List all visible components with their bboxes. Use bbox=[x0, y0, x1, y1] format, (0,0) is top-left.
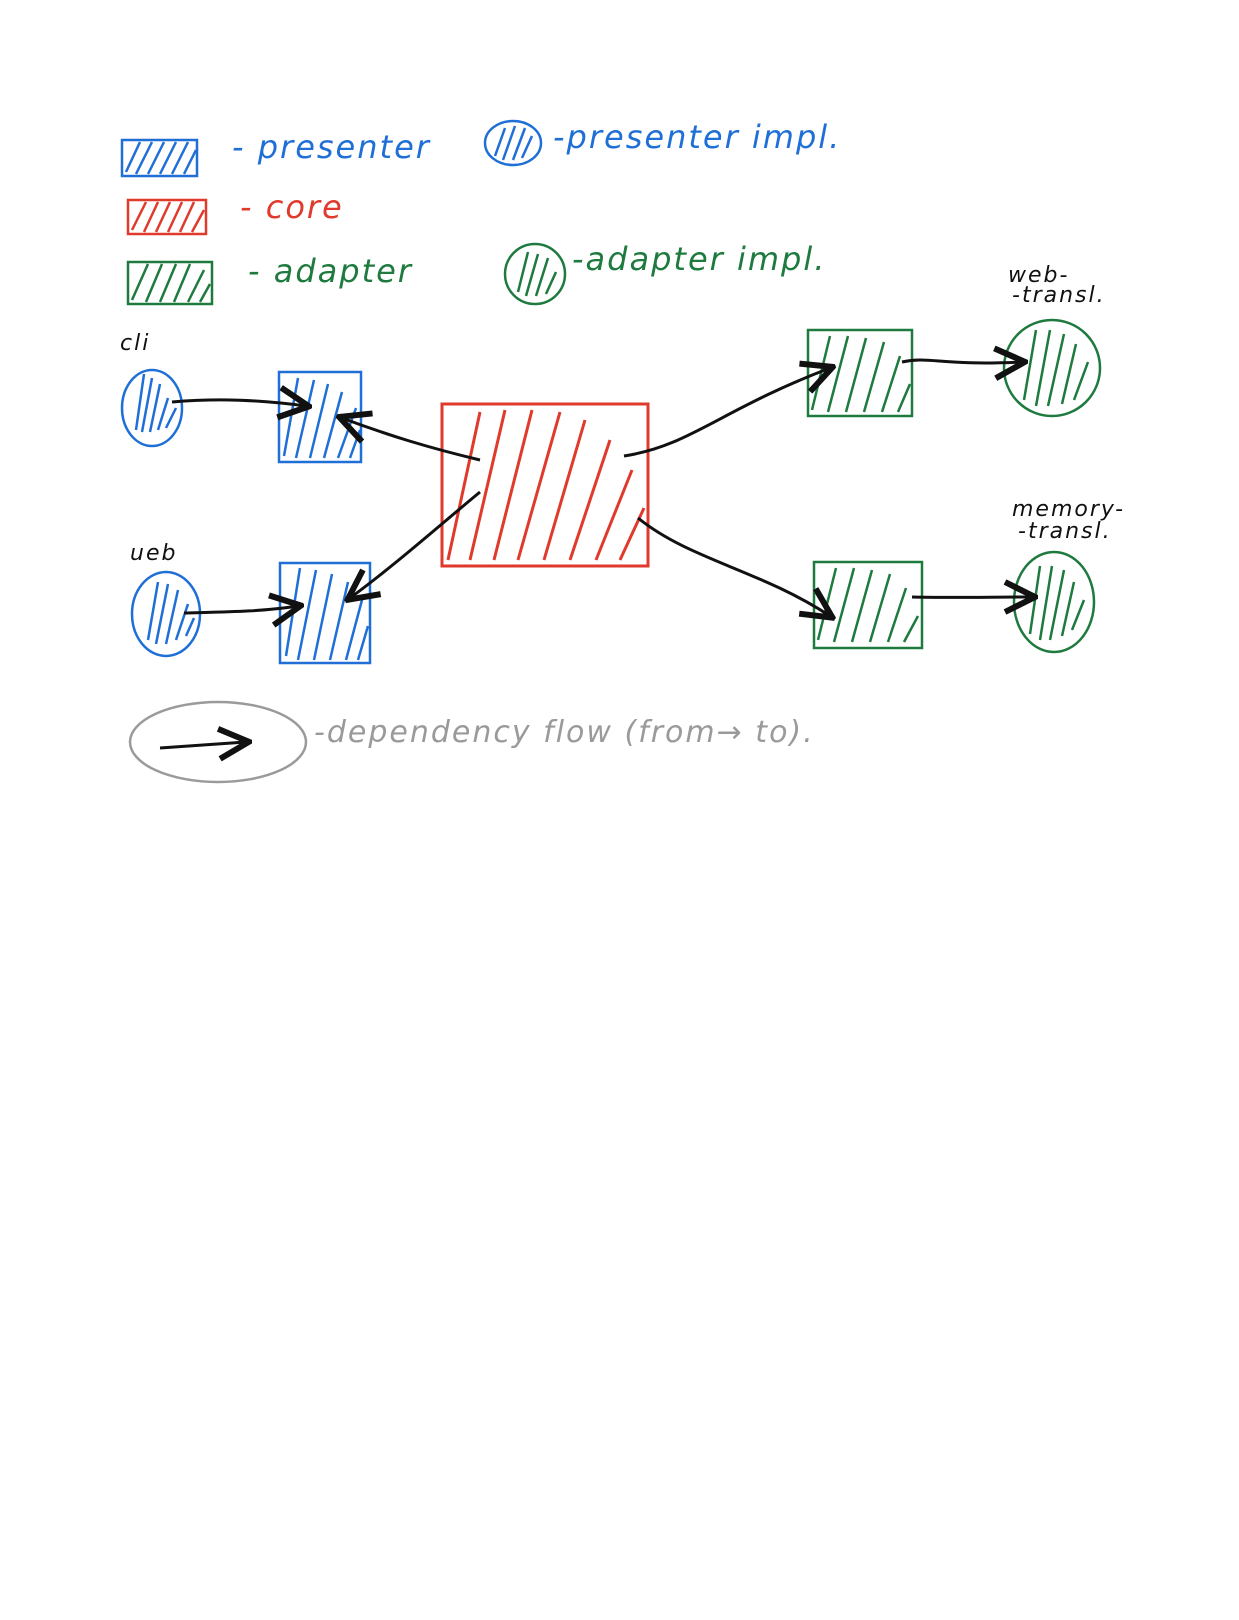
legend: - presenter -presenter impl. - core - ad… bbox=[120, 118, 841, 306]
core-block bbox=[440, 402, 650, 568]
memory-transl-adapter-impl bbox=[1012, 550, 1096, 654]
arrow-core-to-cli-presenter bbox=[342, 418, 481, 462]
legend-adapter-impl-label: -adapter impl. bbox=[572, 240, 826, 278]
legend-core-label: - core bbox=[240, 188, 344, 226]
arrow-core-to-web-presenter bbox=[350, 490, 481, 598]
note-ellipse bbox=[128, 700, 308, 784]
web-transl-label-2: -transl. bbox=[1012, 283, 1106, 308]
cli-presenter-impl bbox=[120, 368, 184, 448]
arrow-core-to-memory-adapter bbox=[637, 516, 830, 616]
arrow-web-impl-to-presenter bbox=[183, 606, 298, 613]
memory-transl-label-2: -transl. bbox=[1018, 519, 1112, 544]
legend-adapter-swatch bbox=[126, 260, 214, 306]
dependency-note: -dependency flow (from→ to). bbox=[128, 700, 815, 784]
legend-adapter-impl-swatch bbox=[503, 242, 567, 306]
web-presenter bbox=[278, 561, 372, 665]
web-transl-adapter-impl bbox=[1002, 318, 1102, 418]
note-sample-arrow bbox=[159, 742, 246, 748]
memory-transl-label-1: memory- bbox=[1012, 497, 1125, 522]
arrow-core-to-web-adapter bbox=[623, 368, 830, 458]
cli-presenter bbox=[277, 370, 363, 464]
dependency-note-text: -dependency flow (from→ to). bbox=[314, 715, 815, 750]
web-transl-label-1: web- bbox=[1008, 263, 1069, 288]
cli-label: cli bbox=[120, 331, 150, 356]
legend-presenter-label: - presenter bbox=[232, 128, 431, 166]
legend-core-swatch bbox=[126, 198, 208, 236]
legend-presenter-impl-swatch bbox=[483, 119, 543, 167]
arrow-web-adapter-to-impl bbox=[901, 360, 1022, 363]
web-label: ueb bbox=[130, 541, 177, 566]
legend-adapter-label: - adapter bbox=[248, 252, 413, 290]
arrow-cli-impl-to-presenter bbox=[171, 400, 306, 406]
legend-presenter-impl-label: -presenter impl. bbox=[553, 118, 841, 156]
memory-transl-adapter bbox=[812, 560, 924, 650]
web-transl-adapter bbox=[806, 328, 914, 418]
dependency-arrows bbox=[171, 360, 1032, 616]
legend-presenter-swatch bbox=[120, 138, 199, 178]
